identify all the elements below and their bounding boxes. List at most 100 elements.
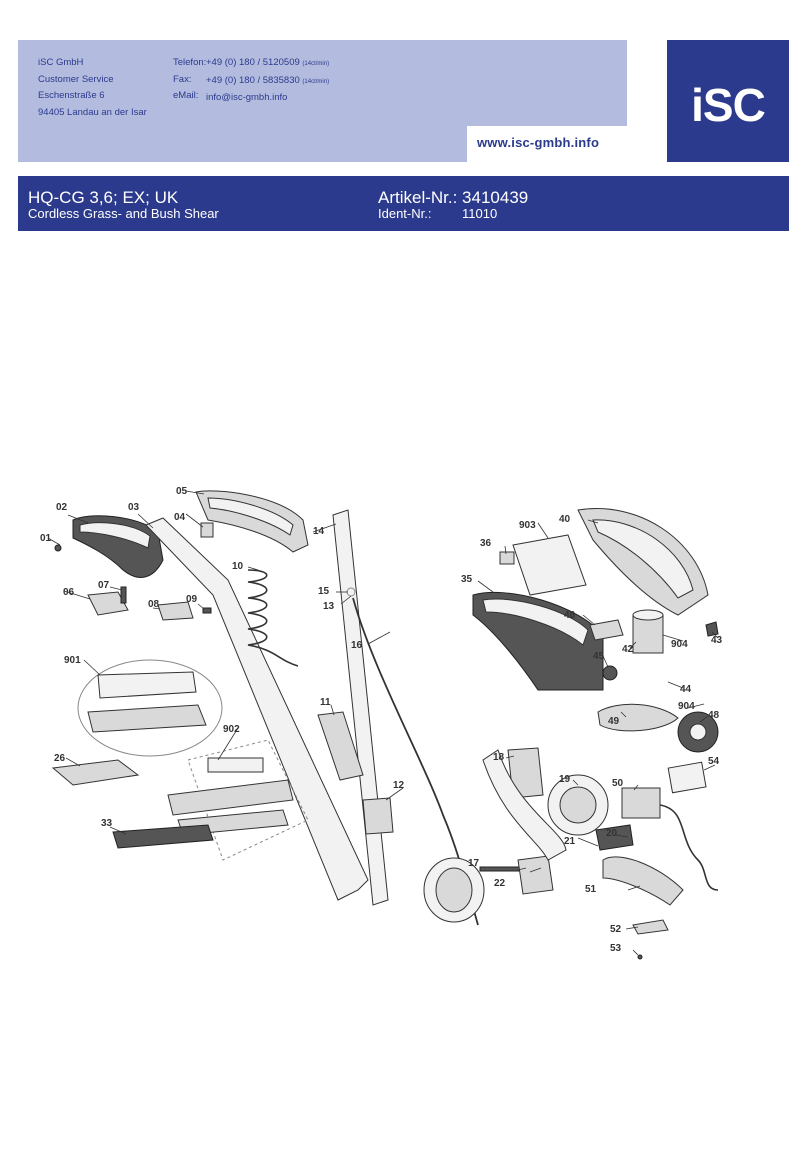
part-lower-tube [482, 749, 567, 861]
label-17: 17 [468, 858, 480, 869]
label-16: 16 [351, 640, 363, 651]
part-50-charger [621, 787, 661, 819]
leader-lines [47, 490, 719, 956]
part-04-clip [200, 522, 214, 538]
label-53: 53 [610, 943, 622, 954]
label-42: 42 [622, 644, 634, 655]
part-09-pin [202, 607, 212, 614]
label-50: 50 [612, 778, 624, 789]
exploded-parts-diagram: 01 02 03 04 05 06 07 08 09 10 11 12 13 1… [40, 486, 723, 960]
address-block: iSC GmbH Customer Service Eschenstraße 6… [38, 55, 147, 121]
fax-label: Fax: [173, 73, 192, 85]
email-label: eMail: [173, 90, 199, 101]
part-35-left-housing [472, 591, 604, 691]
city: 94405 Landau an der Isar [38, 106, 147, 118]
label-35: 35 [461, 574, 473, 585]
part-06-switch [87, 591, 129, 616]
part-42-motor [632, 614, 664, 654]
email-link[interactable]: info@isc-gmbh.info [206, 92, 288, 103]
label-11: 11 [320, 697, 331, 708]
part-07-spring [120, 586, 127, 604]
label-22: 22 [494, 878, 506, 889]
label-06: 06 [63, 587, 75, 598]
label-20: 20 [606, 828, 618, 839]
part-08-slider [157, 601, 194, 621]
model-name: HQ-CG 3,6; EX; UK [28, 188, 179, 207]
label-901: 901 [64, 655, 81, 666]
label-52: 52 [610, 924, 622, 935]
label-13: 13 [323, 601, 335, 612]
phone-label: Telefon: [173, 57, 207, 68]
part-03-handle-tube [145, 517, 369, 901]
product-description: Cordless Grass- and Bush Shear [28, 206, 219, 221]
label-01: 01 [40, 533, 52, 544]
label-54: 54 [708, 756, 720, 767]
label-45: 45 [593, 651, 605, 662]
part-26-cover [51, 759, 140, 786]
label-46: 46 [564, 610, 576, 621]
part-45-gear [602, 665, 618, 681]
part-36-plate [499, 551, 515, 565]
street: Eschenstraße 6 [38, 90, 105, 101]
label-51: 51 [585, 884, 597, 895]
fax-rate: (14ct/min) [302, 78, 330, 85]
part-901-blade [87, 704, 207, 733]
part-12-clip [362, 797, 394, 835]
label-10: 10 [232, 561, 244, 572]
part-51-base [602, 856, 684, 906]
label-07: 07 [98, 580, 110, 591]
fax-value: +49 (0) 180 / 5835830 [206, 74, 300, 86]
part-52-latch [632, 919, 669, 935]
contact-values: +49 (0) 180 / 5120509 (14ct/min) +49 (0)… [206, 55, 329, 107]
label-05: 05 [176, 486, 188, 497]
label-12: 12 [393, 780, 405, 791]
label-48: 48 [708, 710, 720, 721]
label-14: 14 [313, 526, 325, 537]
label-03: 03 [128, 502, 140, 513]
label-904b: 904 [678, 701, 695, 712]
part-33-shear-blade [112, 824, 214, 849]
part-11-battery [317, 711, 364, 781]
company-name: iSC GmbH [38, 57, 84, 68]
part-901-circle [77, 659, 223, 757]
label-26: 26 [54, 753, 66, 764]
ident-label: Ident-Nr.: [378, 206, 432, 221]
label-49: 49 [608, 716, 620, 727]
part-901-blade-cover [97, 671, 197, 699]
website-box: www.isc-gmbh.info [467, 126, 662, 162]
part-22-block [517, 855, 554, 895]
label-15: 15 [318, 586, 330, 597]
label-40: 40 [559, 514, 571, 525]
department: Customer Service [38, 73, 114, 85]
part-903-battery-pack [512, 534, 587, 596]
part-49-gear-plate [597, 703, 679, 732]
part-43-clip [705, 621, 719, 637]
isc-logo: iSC [667, 40, 789, 162]
part-902-guard [207, 757, 264, 773]
label-09: 09 [186, 594, 198, 605]
label-36: 36 [480, 538, 492, 549]
label-904: 904 [671, 639, 688, 650]
contact-labels: Telefon: Fax: eMail: [173, 55, 206, 105]
logo-text: iSC [691, 79, 766, 131]
part-10-coiled-cable [247, 569, 299, 667]
label-21: 21 [564, 836, 576, 847]
part-labels: 01 02 03 04 05 06 07 08 09 10 11 12 13 1… [40, 486, 723, 954]
part-20-slider [595, 824, 634, 851]
ident-value: 11010 [462, 206, 498, 221]
label-08: 08 [148, 599, 160, 610]
part-54-pad [667, 761, 707, 794]
part-902-cutter-blade [167, 779, 294, 816]
article-number: Artikel-Nr.: 3410439 [378, 188, 529, 207]
label-19: 19 [559, 774, 571, 785]
part-01-screw [54, 544, 62, 552]
label-02: 02 [56, 502, 68, 513]
part-17-axle [479, 866, 521, 872]
label-33: 33 [101, 818, 113, 829]
label-902: 902 [223, 724, 240, 735]
contact-panel: iSC GmbH Customer Service Eschenstraße 6… [18, 40, 627, 162]
part-53-screw [637, 954, 643, 960]
label-903: 903 [519, 520, 536, 531]
website-link[interactable]: www.isc-gmbh.info [477, 135, 600, 150]
label-18: 18 [493, 752, 505, 763]
